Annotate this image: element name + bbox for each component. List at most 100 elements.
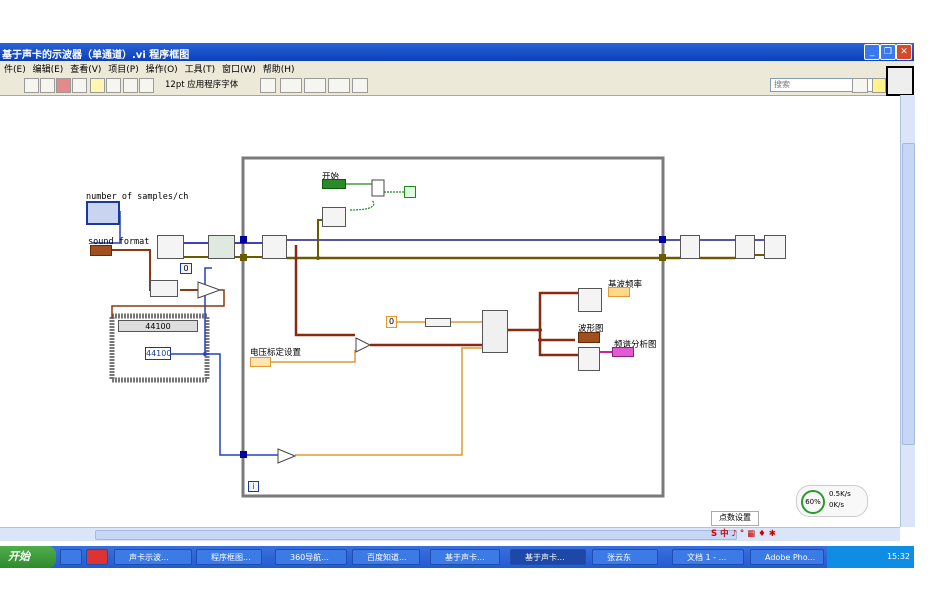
label-samples: number of samples/ch [86,192,189,202]
label-sound-format: sound format [88,237,150,247]
retain-wire-values-icon[interactable] [106,78,121,93]
boolean-property-node[interactable] [322,207,346,227]
menu-edit[interactable]: 编辑(E) [32,65,64,75]
quick-launch-icon-2[interactable] [86,549,108,565]
tunnel-error-out [659,254,666,261]
error-dialog-node[interactable] [764,235,786,259]
restore-button[interactable]: ❐ [880,44,896,60]
font-dropdown-icon[interactable] [260,78,276,93]
stop-terminal[interactable] [404,186,416,198]
ime-tooltip: 点数设置 [711,511,759,526]
menu-window[interactable]: 窗口(W) [221,65,256,75]
task-8[interactable]: 文档 1 - ... [672,549,744,565]
spectrum-graph-terminal[interactable] [612,347,634,357]
window-title: 基于声卡的示波器（单通道）.vi 程序框图 [2,50,190,61]
samples-control-terminal[interactable] [86,201,120,225]
close-button[interactable]: ✕ [896,44,912,60]
quick-launch-icon[interactable] [60,549,82,565]
net-up: 0.5K/s [829,490,851,498]
step-over-icon[interactable] [139,78,154,93]
net-down: 0K/s [829,501,845,509]
highlight-execution-icon[interactable] [90,78,105,93]
network-monitor: 60% 0.5K/s 0K/s [796,485,868,517]
task-4[interactable]: 百度知道... [352,549,420,565]
constant-zero[interactable]: 0 [386,316,397,328]
task-9[interactable]: Adobe Pho... [750,549,824,565]
help-icon[interactable] [872,78,886,93]
waveform-graph-terminal[interactable] [578,332,600,343]
sound-format-terminal[interactable] [90,245,112,256]
label-waveform: 波形图 [578,324,604,334]
clock: 15:32 [886,552,910,561]
horizontal-scroll-thumb[interactable] [95,530,737,540]
menu-tools[interactable]: 工具(T) [184,65,216,75]
abort-icon[interactable] [56,78,71,93]
sound-input-configure-node[interactable] [157,235,184,259]
fft-node[interactable] [578,347,600,371]
minimize-button[interactable]: _ [864,44,880,60]
menu-file[interactable]: 件(E) [4,65,26,75]
vi-icon[interactable] [886,66,914,96]
simple-error-handler-node[interactable] [735,235,755,259]
menu-project[interactable]: 项目(P) [108,65,139,75]
fundamental-indicator-terminal[interactable] [608,287,630,297]
horizontal-scrollbar[interactable] [0,527,900,541]
vertical-scrollbar[interactable] [900,95,915,527]
cleanup-diagram-icon[interactable] [352,78,368,93]
task-5[interactable]: 基于声卡... [430,549,500,565]
task-2[interactable]: 程序框图... [196,549,262,565]
tone-measurements-node[interactable] [578,288,602,312]
start-button-terminal[interactable] [322,179,346,189]
sound-input-start-node[interactable] [208,235,235,259]
toolbar: 12pt 应用程序字体 搜索 [0,75,914,96]
menu-help[interactable]: 帮助(H) [262,65,295,75]
case-selector[interactable]: 44100 [118,320,198,332]
net-percent: 60% [801,490,825,514]
task-7[interactable]: 张云东 [592,549,658,565]
task-6[interactable]: 基于声卡... [510,549,586,565]
label-fundamental: 基波频率 [608,280,643,290]
distribute-objects-icon[interactable] [304,78,326,93]
tunnel-rate-in [240,451,247,458]
menu-operate[interactable]: 操作(O) [145,65,178,75]
loop-iteration-terminal: i [248,481,259,492]
while-loop-frame [241,156,665,498]
pause-icon[interactable] [72,78,87,93]
bundle-node[interactable] [150,280,178,297]
font-selector[interactable]: 12pt 应用程序字体 [165,80,239,90]
label-spectrum: 频谱分析图 [614,340,657,350]
align-objects-icon[interactable] [280,78,302,93]
window-title-bar[interactable]: 基于声卡的示波器（单通道）.vi 程序框图 _ ❐ ✕ [0,43,914,61]
ime-toolbar[interactable]: S 中 ♪ ° ▦ ♦ ✱ [711,529,776,539]
label-voltage: 电压标定设置 [250,348,302,358]
multiply-function [355,337,372,353]
menu-view[interactable]: 查看(V) [70,65,102,75]
case-structure-frame [109,313,210,383]
convert-node[interactable] [425,318,451,327]
task-3[interactable]: 360导航... [275,549,347,565]
build-waveform-node[interactable] [482,310,508,353]
tunnel-task-in [240,236,247,243]
start-button[interactable]: 开始 [0,546,56,568]
reorder-icon[interactable] [328,78,350,93]
sound-input-clear-node[interactable] [680,235,700,259]
step-into-icon[interactable] [123,78,138,93]
unbundle-function [197,281,222,299]
menu-bar: 件(E) 编辑(E) 查看(V) 项目(P) 操作(O) 工具(T) 窗口(W)… [0,61,914,75]
rate-constant[interactable]: 44100 [145,347,172,360]
constant-zero-left[interactable]: 0 [180,263,192,274]
search-icon[interactable] [852,78,868,93]
divide-function [277,448,297,464]
search-input[interactable]: 搜索 [770,78,875,92]
vertical-scroll-thumb[interactable] [902,143,915,445]
task-1[interactable]: 声卡示波... [114,549,192,565]
sound-input-read-node[interactable] [262,235,287,259]
voltage-control-terminal[interactable] [250,357,271,367]
run-arrow-icon[interactable] [24,78,39,93]
or-function [371,179,385,197]
tunnel-task-out [659,236,666,243]
label-start: 开始 [322,172,340,182]
system-tray: 15:32 [827,546,914,568]
run-continuous-icon[interactable] [40,78,55,93]
